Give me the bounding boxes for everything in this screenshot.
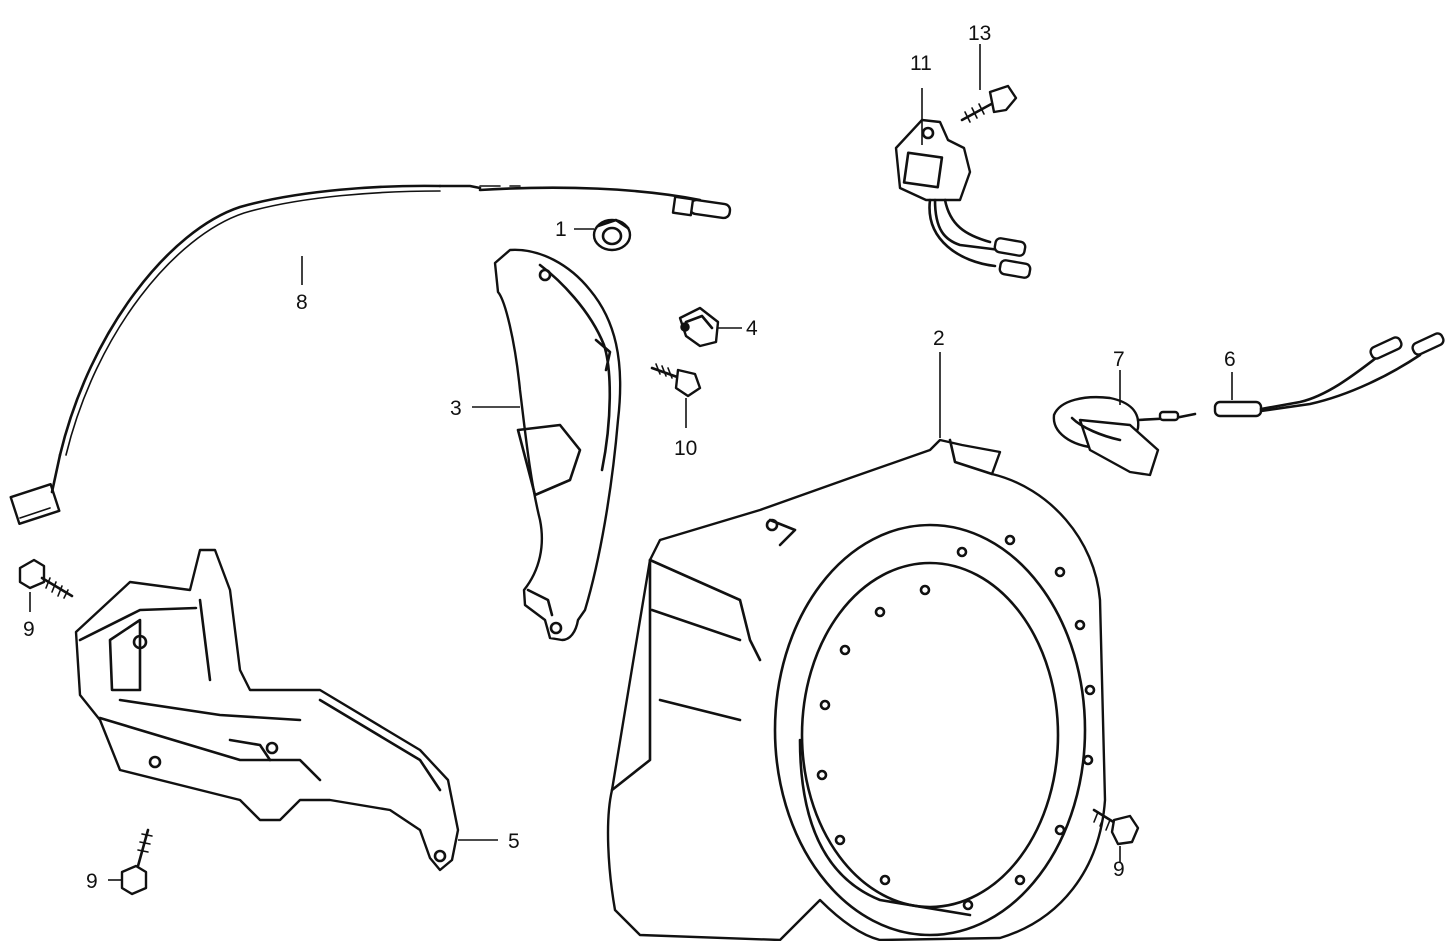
callout-1: 1 (555, 218, 567, 241)
screw-icon (960, 84, 1018, 123)
callout-3: 3 (450, 397, 462, 420)
ignition-module-icon (894, 118, 1032, 279)
bottom-shroud-icon (74, 548, 460, 872)
oil-sensor-icon (1052, 396, 1197, 477)
callout-11: 11 (910, 52, 932, 75)
callout-7: 7 (1113, 348, 1125, 371)
callout-9-right: 9 (1113, 858, 1125, 881)
callout-9-bottom: 9 (86, 870, 98, 893)
callout-4: 4 (746, 317, 758, 340)
callout-10: 10 (674, 437, 697, 460)
side-shroud-icon (493, 248, 622, 642)
wire-harness-icon (1213, 332, 1445, 418)
callout-2: 2 (933, 327, 945, 350)
flange-bolt-icon (18, 558, 74, 599)
cable-icon (9, 184, 732, 526)
grommet-icon (592, 218, 632, 252)
flange-bolt-icon (1092, 808, 1140, 846)
callout-9-left: 9 (23, 618, 35, 641)
flange-bolt-icon (120, 828, 153, 896)
callout-5: 5 (508, 830, 520, 853)
callout-6: 6 (1224, 348, 1236, 371)
callout-13: 13 (968, 22, 991, 45)
callout-8: 8 (296, 291, 308, 314)
wire-clip-icon (678, 306, 720, 348)
flange-bolt-icon (650, 363, 702, 398)
fan-cover-shroud-icon (606, 438, 1107, 941)
